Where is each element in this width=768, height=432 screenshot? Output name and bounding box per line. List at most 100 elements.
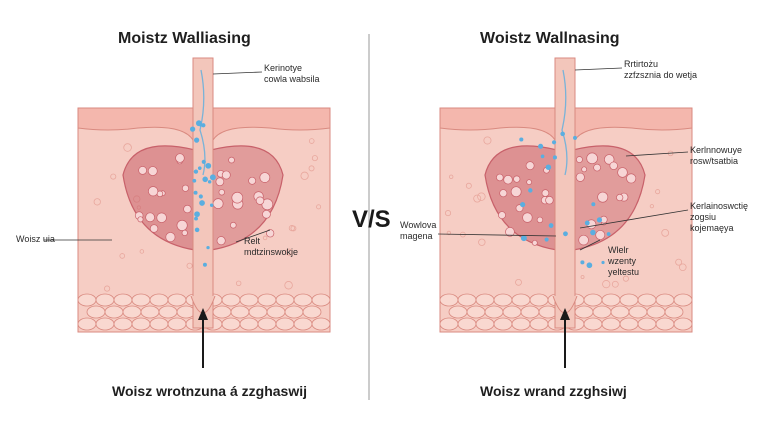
left-label-top-line2: cowla wabsila [264, 74, 320, 84]
left-gland-cell [156, 212, 167, 223]
left-gland-cells [134, 153, 275, 246]
right-leader-upper-right [625, 151, 689, 157]
left-gland-cell [176, 219, 188, 231]
left-gland-cell [230, 221, 237, 229]
right-gland-cell [545, 196, 554, 205]
left-fat-cell [167, 293, 187, 307]
right-label-upper-right-line2: rosw/tsatbia [690, 156, 739, 166]
left-fat-cell [77, 317, 97, 331]
right-fat-cell [466, 305, 486, 319]
right-pore [675, 258, 683, 266]
right-pore [515, 278, 522, 286]
right-fat-cell [637, 317, 657, 331]
left-fat-cell [149, 317, 169, 331]
left-gland-cell [255, 196, 265, 205]
right-label-left: Wowlova magena [400, 220, 436, 242]
left-pore [119, 253, 126, 259]
right-pore [446, 230, 452, 236]
right-gland-cell [626, 173, 637, 184]
left-fat-cell [302, 305, 322, 319]
right-label-right-line1: Kerlainoswctię [690, 201, 749, 211]
left-pore [139, 249, 145, 254]
left-fat-cell [131, 293, 151, 307]
right-fat-cell [457, 293, 477, 307]
right-pore [478, 238, 486, 246]
right-label-upper-right-line1: Kerlnnowuye [690, 145, 743, 155]
right-arrow-head [560, 308, 570, 320]
right-fat-cell [664, 305, 684, 319]
left-droplet [193, 190, 198, 195]
left-pore [300, 171, 309, 180]
left-fat-cell [275, 317, 295, 331]
right-leader-top [574, 67, 623, 71]
left-droplet [194, 137, 200, 143]
right-fat-cell [673, 317, 693, 331]
left-pore [186, 262, 193, 269]
right-droplet [528, 188, 533, 193]
left-fat-cell [311, 317, 331, 331]
left-fat-cell [95, 293, 115, 307]
right-fat-cell [439, 293, 459, 307]
right-fat-cell [592, 305, 612, 319]
right-droplet [520, 235, 527, 242]
right-fat-cell [601, 317, 621, 331]
right-fat-cell [583, 293, 603, 307]
left-gland-cell [183, 204, 192, 214]
right-hair-shaft [554, 57, 576, 329]
right-droplet [586, 262, 593, 269]
left-pore [308, 138, 315, 144]
left-pore [235, 280, 242, 286]
left-droplet [199, 200, 205, 206]
left-pore [110, 173, 117, 180]
left-gland-cell [266, 229, 275, 238]
right-fat-cell [655, 293, 675, 307]
right-fat-cell [673, 293, 693, 307]
right-gland-cell [541, 189, 550, 197]
right-droplet [540, 154, 545, 159]
left-droplet [209, 174, 216, 181]
right-droplet [519, 137, 524, 142]
right-pore [448, 174, 454, 180]
right-gland-cell [595, 230, 606, 240]
left-fat-cell [266, 305, 286, 319]
left-pore [316, 204, 322, 210]
left-gland-cell [175, 153, 185, 163]
right-label-top-line2: zzfzsznia do wetja [624, 70, 698, 80]
left-fat-cell [113, 293, 133, 307]
left-fat-cell [122, 305, 142, 319]
right-droplet [545, 164, 552, 170]
right-gland-cell [498, 211, 506, 220]
left-fat-cell [230, 305, 250, 319]
left-fat-cell [293, 293, 313, 307]
right-fat-cell [601, 293, 621, 307]
right-moisture-wisp [561, 69, 568, 176]
right-gland-cell [575, 172, 585, 182]
right-fat-cell [448, 305, 468, 319]
left-label-left: Woisz uia [16, 234, 55, 244]
right-label-mid: Wlelr wzenty yeltestu [608, 245, 639, 278]
right-gland-cell [503, 175, 513, 185]
right-gland-cell [526, 179, 532, 185]
left-gland-cell [181, 229, 188, 236]
right-droplet [601, 260, 605, 265]
right-fat-cell [457, 317, 477, 331]
left-label-mid-line1: Relt [244, 236, 261, 246]
right-pore [622, 275, 629, 282]
left-fat-cell [221, 293, 241, 307]
right-illustration [439, 57, 693, 368]
left-fat-layer [77, 293, 331, 331]
right-fat-cell [529, 317, 549, 331]
left-gland-cell [262, 209, 271, 219]
left-fat-cell [140, 305, 160, 319]
left-pore [104, 285, 111, 292]
left-droplet [202, 176, 208, 183]
left-gland-cell [165, 232, 176, 243]
right-gland-cell [496, 173, 504, 182]
right-pore [477, 192, 486, 201]
right-droplet [606, 232, 611, 236]
left-droplet [194, 216, 198, 221]
left-droplet [189, 126, 196, 132]
right-fat-cell [502, 305, 522, 319]
